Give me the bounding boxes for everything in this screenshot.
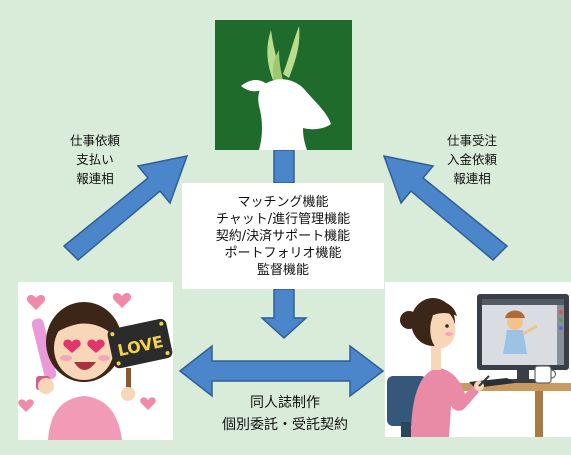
fan-with-love-sign-icon: LOVE xyxy=(18,293,173,440)
feature-chat-progress: チャット/進行管理機能 xyxy=(215,211,351,227)
label-individual-contract: 個別委託・受託契約 xyxy=(222,417,348,433)
label-payment: 支払い xyxy=(76,152,114,167)
artist-with-pen-tablet-icon xyxy=(387,294,571,437)
deer-head-logo-icon xyxy=(241,26,331,150)
label-payment-request: 入金依頼 xyxy=(446,152,497,167)
label-report: 報連相 xyxy=(453,171,491,186)
label-report: 報連相 xyxy=(76,171,114,186)
feature-matching: マッチング機能 xyxy=(237,194,329,210)
platform-features: マッチング機能 チャット/進行管理機能 契約/決済サポート機能 ポートフォリオ機… xyxy=(182,183,384,289)
fan-illustration: LOVE xyxy=(18,282,173,440)
contract-labels: 同人誌制作 個別委託・受託契約 xyxy=(185,392,385,436)
arrow-platform-down xyxy=(260,288,308,340)
feature-contract-payment: 契約/決済サポート機能 xyxy=(215,228,351,244)
feature-portfolio: ポートフォリオ機能 xyxy=(224,245,342,261)
label-doujinshi-production: 同人誌制作 xyxy=(250,395,320,411)
arrow-fan-artist-bidirectional xyxy=(178,344,385,398)
arrow-fan-to-platform xyxy=(62,154,189,262)
arrow-shaft-top xyxy=(273,149,295,184)
label-job-accept: 仕事受注 xyxy=(446,133,497,148)
creator-flow-labels: 仕事受注 入金依頼 報連相 xyxy=(432,131,512,188)
artist-illustration xyxy=(385,282,571,437)
label-job-request: 仕事依頼 xyxy=(69,133,120,148)
arrow-artist-to-platform xyxy=(382,154,509,262)
feature-supervision: 監督機能 xyxy=(256,262,309,278)
client-flow-labels: 仕事依頼 支払い 報連相 xyxy=(55,131,135,188)
platform-logo xyxy=(215,20,352,150)
